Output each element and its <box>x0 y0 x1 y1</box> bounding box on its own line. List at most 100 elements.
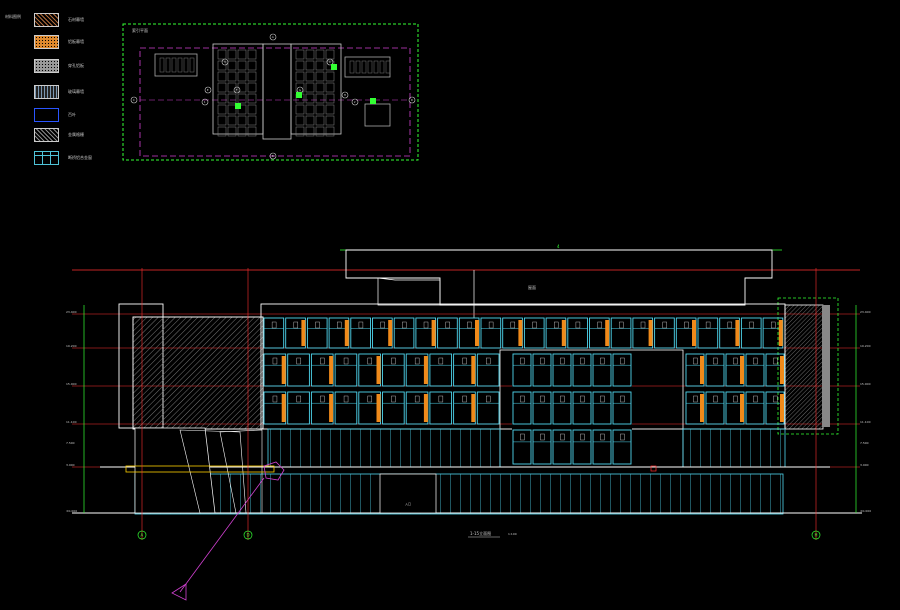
window-tag <box>580 357 585 365</box>
facade-window <box>572 429 592 465</box>
kp-room <box>315 126 325 137</box>
window-tag <box>272 357 278 365</box>
kp-room <box>159 57 165 73</box>
kp-room <box>247 82 257 93</box>
level-mark-right: 3.900 <box>860 463 869 467</box>
kp-room <box>305 49 315 60</box>
facade-window <box>532 353 552 387</box>
kp-axis-bubble <box>351 98 359 106</box>
facade-window <box>382 391 405 425</box>
kp-room <box>247 93 257 104</box>
window-tag <box>705 321 711 329</box>
orange-fin <box>475 320 479 346</box>
legend-swatch-5 <box>34 128 59 142</box>
legend-swatch-6 <box>34 151 59 165</box>
level-mark-right: 23.400 <box>860 310 871 314</box>
kp-room <box>315 49 325 60</box>
level-mark-left: 15.000 <box>66 382 77 386</box>
key-plan-title: 索引平面 <box>132 27 148 33</box>
facade-window <box>592 391 612 425</box>
facade-window <box>393 317 415 349</box>
facade-window <box>705 353 725 387</box>
kp-room <box>361 60 367 74</box>
kp-room <box>315 82 325 93</box>
kp-room <box>217 82 227 93</box>
orange-fin <box>329 356 334 384</box>
facade-window <box>740 317 762 349</box>
kp-room <box>183 57 189 73</box>
level-mark-right: 11.100 <box>860 420 871 424</box>
facade-window <box>287 353 310 387</box>
facade-window <box>350 317 371 349</box>
kp-room <box>305 60 315 71</box>
kp-room <box>217 71 227 82</box>
orange-fin <box>518 320 523 346</box>
window-tag <box>693 395 698 403</box>
window-tag <box>540 433 545 441</box>
facade-window <box>745 391 765 425</box>
facade-window <box>476 391 500 425</box>
facade-window <box>610 317 632 349</box>
legend-label-6: 断桥铝合金窗 <box>68 155 92 160</box>
legend-label-1: 铝板幕墙 <box>68 39 84 44</box>
kp-axis-label: 2 <box>354 100 356 104</box>
legend-swatch-4 <box>34 108 59 122</box>
window-tag <box>575 321 581 329</box>
window-tag <box>773 395 778 403</box>
legend-label-2: 穿孔铝板 <box>68 63 84 68</box>
window-tag <box>486 395 491 403</box>
kp-room <box>325 93 335 104</box>
kp-room <box>227 60 237 71</box>
window-tag <box>620 357 625 365</box>
kp-room <box>177 57 183 73</box>
window-tag <box>620 395 625 403</box>
window-tag <box>640 321 646 329</box>
axis-bubble <box>811 530 821 540</box>
window-tag <box>438 357 444 365</box>
kp-room <box>295 104 305 115</box>
kp-room <box>237 115 247 126</box>
facade-window <box>405 391 429 425</box>
facade-window <box>632 317 654 349</box>
window-tag <box>380 321 385 329</box>
kp-room <box>367 60 373 74</box>
window-tag <box>600 357 605 365</box>
kp-axis-bubble <box>201 98 209 106</box>
window-tag <box>771 321 776 329</box>
window-tag <box>272 395 278 403</box>
orange-fin <box>423 394 428 422</box>
facade-window <box>480 317 502 349</box>
facade-window <box>697 317 719 349</box>
kp-room <box>227 82 237 93</box>
top-dimension: 4 <box>557 244 560 249</box>
window-tag <box>773 357 778 365</box>
window-tag <box>320 395 325 403</box>
kp-room <box>315 93 325 104</box>
axis-bubble <box>243 530 253 540</box>
orange-fin <box>281 394 286 422</box>
window-tag <box>532 321 537 329</box>
facade-window <box>532 391 552 425</box>
window-tag <box>293 321 299 329</box>
kp-room <box>349 60 355 74</box>
orange-fin <box>329 394 334 422</box>
window-tag <box>438 395 444 403</box>
kp-axis-bubble <box>130 96 138 104</box>
kp-room <box>325 71 335 82</box>
facade-window <box>572 391 592 425</box>
kp-room <box>295 115 305 126</box>
kp-axis-bubble <box>204 86 212 94</box>
kp-room <box>373 60 379 74</box>
orange-fin <box>648 320 653 346</box>
kp-axis-bubble <box>326 58 334 66</box>
window-tag <box>462 357 467 365</box>
window-tag <box>423 321 429 329</box>
kp-axis-label: D <box>411 98 414 102</box>
window-tag <box>343 357 349 365</box>
window-tag <box>296 395 301 403</box>
kp-room <box>217 49 227 60</box>
kp-axis-label: G <box>299 88 302 92</box>
kp-room <box>315 104 325 115</box>
orange-fin <box>740 394 744 422</box>
orange-fin <box>388 320 393 346</box>
